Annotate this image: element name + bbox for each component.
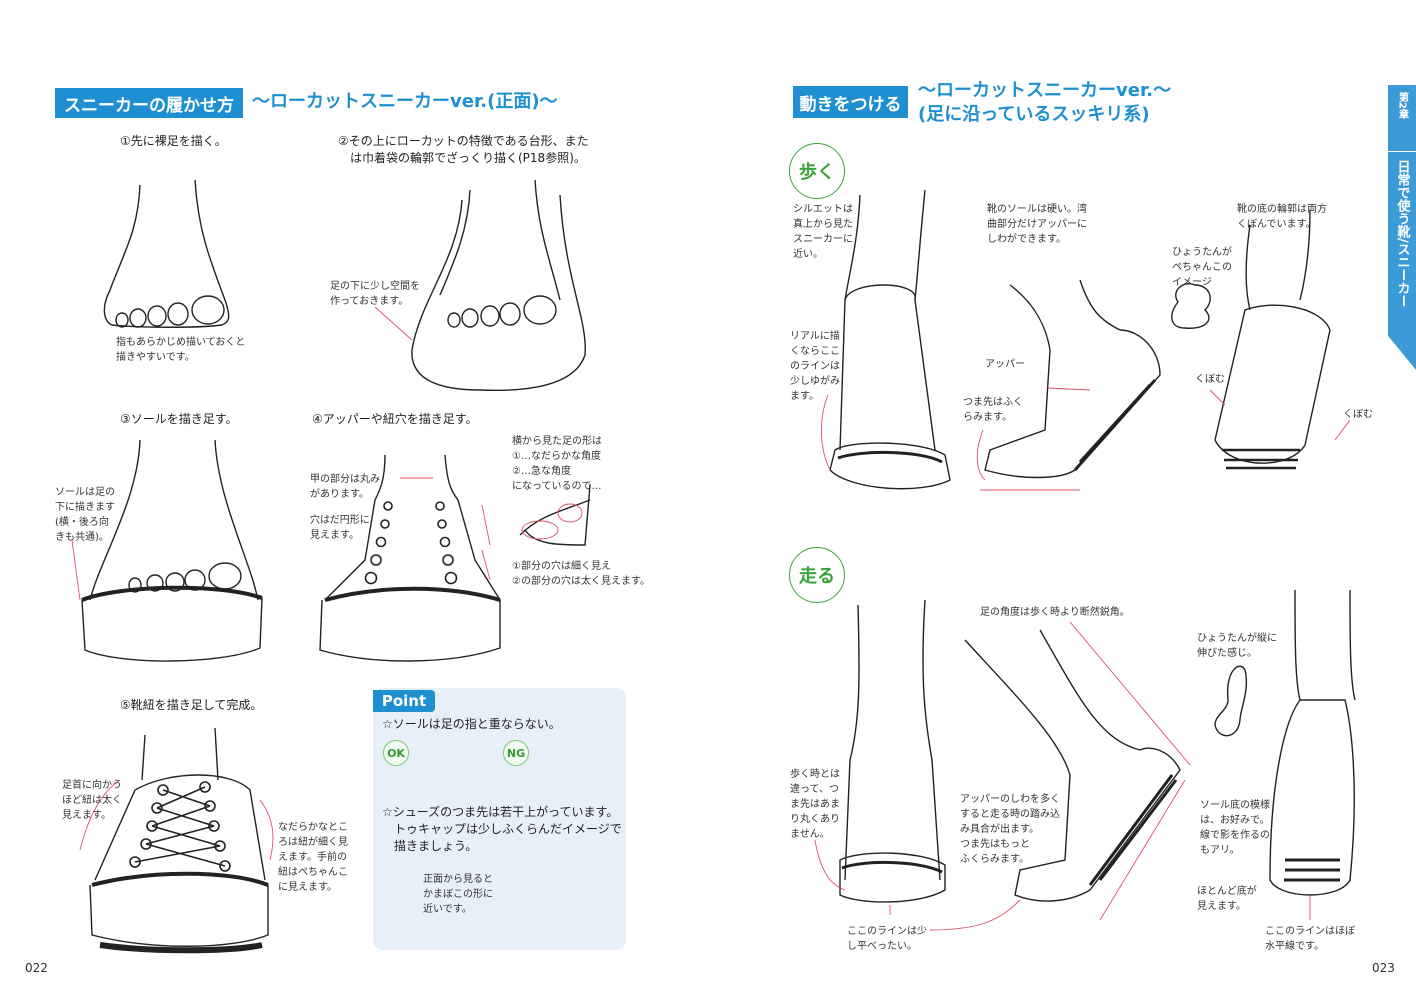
shoe-upper-drawing [319,454,591,662]
foot-with-sole-drawing [81,439,263,662]
walking-back-drawing [1171,209,1331,470]
note-wrinkles: アッパーのしわを多く すると走る時の踏み込 み具合が出ます。 つま先はもっと ふ… [960,794,1060,865]
step-1: ①先に裸足を描く。 [120,134,227,148]
annotation-lines [71,306,1351,931]
foot-outline-drawing [411,179,586,392]
note-line-flat: ここのラインは少 し平べったい。 [847,926,927,952]
note-angle: 足の角度は歩く時より断然鋭角。 [980,607,1130,618]
running-side-drawing [964,629,1181,902]
chapter-title: 日常で使う靴/スニーカー [1394,160,1410,308]
note-realistic: リアルに描 くならここ のラインは 少しゆがみ ます。 [790,331,840,402]
ng-badge: NG [503,740,529,766]
left-heading: スニーカーの履かせ方 [55,88,243,118]
note-toe: つま先はふく らみます。 [963,397,1023,423]
step-2: ②その上にローカットの特徴である台形、また は巾着袋の輪郭でざっくり描く(P18… [338,134,589,165]
point-tip-1: ☆ソールは足の指と重ならない。 [382,717,561,731]
chapter-number: 第2章 [1388,92,1416,152]
note-sole: ソールは足の 下に描きます (横・後ろ向 きも共通)。 [55,487,115,543]
ok-badge: OK [383,740,409,766]
note-laces-thin: なだらかなとこ ろは紐が細く見 えます。手前の 紐はぺちゃんこ に見えます。 [278,822,348,893]
running-front-drawing [839,599,946,903]
right-heading: 動きをつける [793,86,908,118]
left-subheading: 〜ローカットスニーカーver.(正面)〜 [252,91,558,112]
note-horizontal: ここのラインはほぼ 水平線です。 [1265,926,1355,952]
note-instep: 甲の部分は丸み があります。 [310,474,380,500]
right-subheading: 〜ローカットスニーカーver.〜 (足に沿っているスッキリ系) [918,80,1172,125]
note-toe-flat: 歩く時とは 違って、つ ま先はあま り丸くあり ません。 [790,769,840,840]
walking-side-drawing [984,279,1161,479]
note-silhouette: シルエットは 真上から見た スニーカーに 近い。 [793,204,853,260]
note-side-view: 横から見た足の形は ①…なだらかな角度 ②…急な角度 になっているので… [512,436,602,492]
note-sole-visible: ほとんど底が 見えます。 [1197,886,1257,912]
running-back-drawing [1214,589,1356,896]
walking-front-drawing [829,189,951,490]
completed-sneaker-drawing [89,727,269,954]
point-tip-2: ☆シューズのつま先は若干上がっています。 トゥキャップは少しふくらんだイメージで… [382,805,622,853]
note-gourd-long: ひょうたんが縦に 伸びた感じ。 [1197,633,1277,659]
step-4: ④アッパーや紐穴を描き足す。 [312,412,478,426]
note-toes: 指もあらかじめ描いておくと 描きやすいです。 [116,337,246,363]
page-number-right: 023 [1372,961,1395,975]
note-dent-1: くぼむ [1195,374,1225,385]
note-toecap: 正面から見ると かまぼこの形に 近いです。 [423,874,493,915]
step-3: ③ソールを描き足す。 [120,412,238,426]
page-number-left: 022 [25,961,48,975]
note-holes: 穴はだ円形に 見えます。 [310,515,370,541]
note-bottom: 靴の底の輪郭は両方 くぼんでいます。 [1237,204,1327,230]
note-dent-2: くぼむ [1343,409,1373,420]
note-holes-result: ①部分の穴は細く見え ②の部分の穴は太く見えます。 [512,561,650,587]
bare-foot-drawing [103,179,230,328]
note-pattern: ソール底の模様 は、お好みで。 線で影を作るの もアリ。 [1200,800,1270,856]
note-laces-thick: 足首に向かう ほど紐は太く 見えます。 [62,780,122,821]
note-sole-hard: 靴のソールは硬い。湾 曲部分だけアッパーに しわができます。 [987,204,1087,245]
run-badge: 走る [789,547,845,603]
chapter-tab [1388,85,1416,370]
point-box [373,688,626,950]
walk-badge: 歩く [789,143,845,199]
note-gourd: ひょうたんが ぺちゃんこの イメージ [1172,247,1232,288]
point-tag: Point [373,690,435,712]
step-5: ⑤靴紐を描き足して完成。 [120,698,263,712]
note-upper: アッパー [985,359,1025,370]
note-space: 足の下に少し空間を 作っておきます。 [330,281,420,307]
